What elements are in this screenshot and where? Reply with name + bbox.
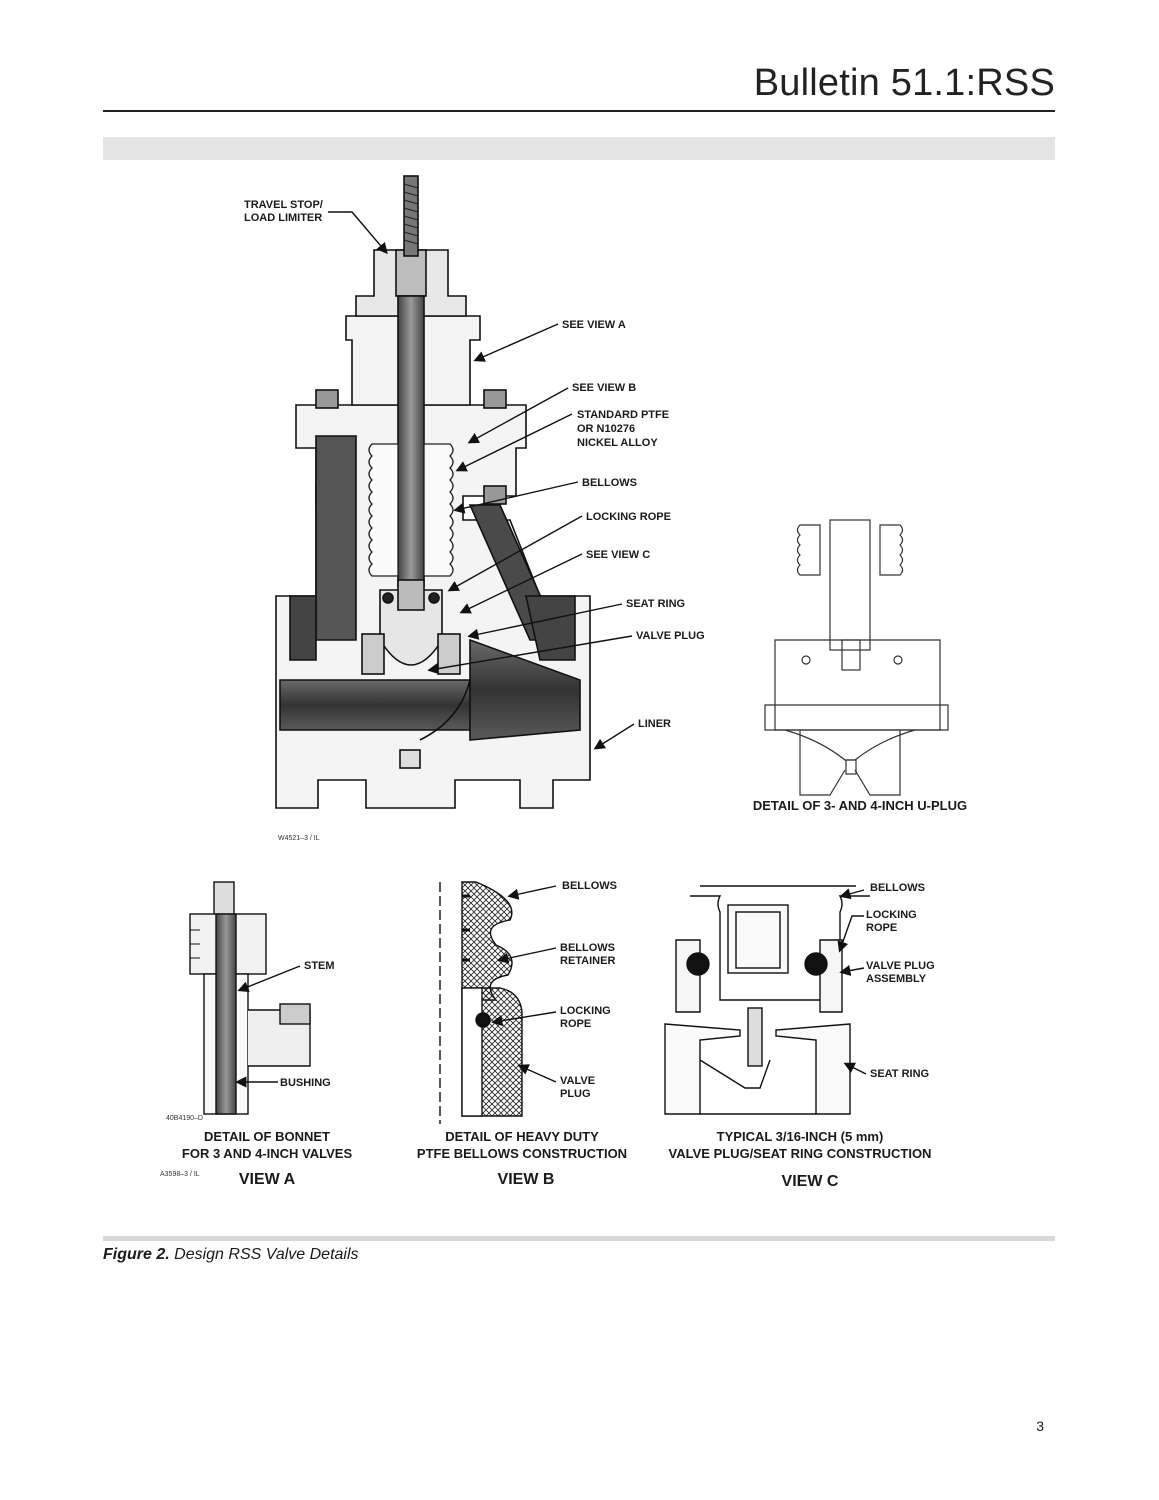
view-a-caption-line1: DETAIL OF BONNET (204, 1129, 330, 1144)
figure-number: Figure 2. (103, 1246, 170, 1263)
view-c-caption-line1: TYPICAL 3/16-INCH (5 mm) (717, 1129, 884, 1144)
view-b-drawing (439, 881, 523, 1124)
view-b-rope-line2: ROPE (560, 1018, 591, 1030)
view-b-retainer-line1: BELLOWS (560, 942, 615, 954)
view-c-rope-line2: ROPE (866, 922, 897, 934)
view-b-title: VIEW B (498, 1171, 555, 1188)
callout-ptfe-line2: OR N10276 (577, 423, 635, 435)
view-a-drawing-id: 40B4190–D (166, 1115, 203, 1122)
view-a-drawing-id-2: A3598–3 / IL (160, 1171, 200, 1178)
view-b-plug-line2: PLUG (560, 1088, 591, 1100)
figure-caption: Figure 2. Design RSS Valve Details (103, 1246, 359, 1264)
figure-title: Design RSS Valve Details (174, 1246, 359, 1263)
view-b-caption-line1: DETAIL OF HEAVY DUTY (445, 1129, 599, 1144)
view-b-bellows-label: BELLOWS (562, 880, 617, 892)
view-a-bushing-label: BUSHING (280, 1077, 331, 1089)
view-c-plug-line2: ASSEMBLY (866, 973, 927, 985)
view-c-leaders (837, 888, 867, 1075)
main-valve-section (275, 175, 591, 809)
view-c-title: VIEW C (782, 1173, 839, 1190)
callout-see-view-b: SEE VIEW B (572, 382, 636, 394)
view-a-caption-line2: FOR 3 AND 4-INCH VALVES (182, 1146, 353, 1161)
page-number: 3 (1036, 1418, 1044, 1434)
callout-travel-stop-line1: TRAVEL STOP/ (244, 199, 323, 211)
view-b-plug-line1: VALVE (560, 1075, 595, 1087)
view-a-title: VIEW A (239, 1171, 296, 1188)
callout-bellows: BELLOWS (582, 477, 637, 489)
callout-liner: LINER (638, 718, 671, 730)
page-header-title: Bulletin 51.1:RSS (753, 62, 1055, 104)
view-c-drawing (664, 885, 870, 1115)
figure-top-band (103, 137, 1055, 160)
view-b-retainer-line2: RETAINER (560, 955, 615, 967)
view-c-rope-line1: LOCKING (866, 909, 917, 921)
callout-ptfe-line3: NICKEL ALLOY (577, 437, 658, 449)
main-view-labels: TRAVEL STOP/ LOAD LIMITER SEE VIEW A SEE… (244, 199, 705, 842)
view-c-seat-ring-label: SEAT RING (870, 1068, 929, 1080)
main-view-leader-lines (328, 211, 635, 750)
view-a-drawing (189, 881, 311, 1115)
main-drawing-id: W4521–3 / IL (278, 835, 320, 842)
header-rule (103, 110, 1055, 112)
callout-valve-plug: VALVE PLUG (636, 630, 705, 642)
view-a-leaders (235, 965, 301, 1088)
figure-bottom-band (103, 1236, 1055, 1241)
callout-locking-rope: LOCKING ROPE (586, 511, 671, 523)
uplug-detail (764, 519, 949, 796)
view-b-leaders (491, 885, 557, 1083)
callout-see-view-a: SEE VIEW A (562, 319, 626, 331)
view-c-bellows-label: BELLOWS (870, 882, 925, 894)
callout-travel-stop-line2: LOAD LIMITER (244, 212, 322, 224)
view-b-rope-line1: LOCKING (560, 1005, 611, 1017)
view-c-caption-line2: VALVE PLUG/SEAT RING CONSTRUCTION (669, 1146, 932, 1161)
callout-see-view-c: SEE VIEW C (586, 549, 650, 561)
uplug-caption: DETAIL OF 3- AND 4-INCH U-PLUG (753, 798, 967, 813)
view-b-caption-line2: PTFE BELLOWS CONSTRUCTION (417, 1146, 627, 1161)
view-c-plug-line1: VALVE PLUG (866, 960, 935, 972)
callout-seat-ring: SEAT RING (626, 598, 685, 610)
callout-ptfe-line1: STANDARD PTFE (577, 409, 669, 421)
view-a-stem-label: STEM (304, 960, 335, 972)
